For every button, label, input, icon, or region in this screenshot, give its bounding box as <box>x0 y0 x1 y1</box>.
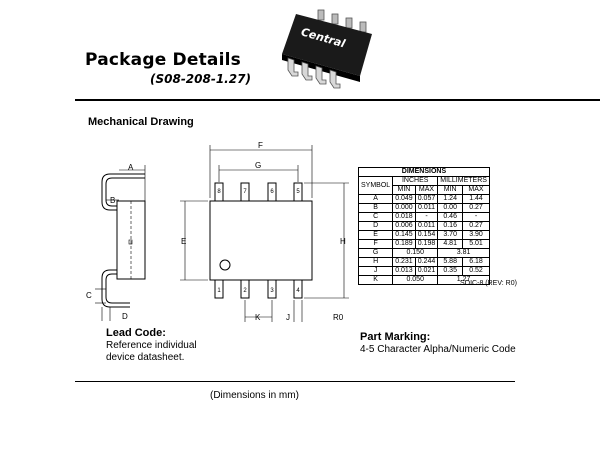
table-row: G 0.150 3.81 <box>357 248 490 258</box>
mm-max: 3.90 <box>462 230 490 240</box>
mm-min: 4.81 <box>437 239 464 249</box>
pin-6-label: 6 <box>270 189 274 195</box>
inch-min: 0.145 <box>392 230 416 240</box>
mm-nominal: 3.81 <box>437 248 490 258</box>
dimensions-table: DIMENSIONS SYMBOL INCHES MILLIMETERS MIN… <box>357 167 490 285</box>
inch-max: 0.154 <box>414 230 439 240</box>
mm-min: 0.16 <box>437 221 464 231</box>
inch-max: 0.057 <box>414 194 439 204</box>
mm-min: 5.88 <box>437 257 464 267</box>
page-title: Package Details <box>85 50 241 70</box>
row-symbol: C <box>357 212 394 222</box>
inch-min: 0.189 <box>392 239 416 249</box>
table-row: C 0.018 - 0.46 - <box>357 212 490 222</box>
row-symbol: K <box>357 275 394 285</box>
inch-max: 0.021 <box>414 266 439 276</box>
row-symbol: B <box>357 203 394 213</box>
inch-nominal: 0.050 <box>392 275 439 285</box>
table-row: J 0.013 0.021 0.35 0.52 <box>357 266 490 276</box>
mm-max: 0.27 <box>462 203 490 213</box>
dim-label-c: C <box>86 291 92 300</box>
inch-min: 0.049 <box>392 194 416 204</box>
revision-note: SOIC-8 (REV: R0) <box>460 280 517 287</box>
mm-max: 0.27 <box>462 221 490 231</box>
mm-min: 3.70 <box>437 230 464 240</box>
min-header: MIN <box>392 185 416 195</box>
pin-3-label: 3 <box>270 288 274 294</box>
mm-max: - <box>462 212 490 222</box>
row-symbol: F <box>357 239 394 249</box>
inch-min: 0.013 <box>392 266 416 276</box>
inch-max: - <box>414 212 439 222</box>
inch-min: 0.018 <box>392 212 416 222</box>
dim-label-f: F <box>258 141 263 150</box>
header-divider <box>75 99 600 101</box>
row-symbol: G <box>357 248 394 258</box>
inch-min: 0.231 <box>392 257 416 267</box>
lead-code-text-2: device datasheet. <box>106 352 185 363</box>
table-row: D 0.006 0.011 0.16 0.27 <box>357 221 490 231</box>
footer-divider <box>75 381 515 382</box>
table-row: E 0.145 0.154 3.70 3.90 <box>357 230 490 240</box>
mm-max: 5.01 <box>462 239 490 249</box>
pin-4-label: 4 <box>296 288 300 294</box>
row-symbol: D <box>357 221 394 231</box>
max-header: MAX <box>414 185 439 195</box>
table-title: DIMENSIONS <box>358 167 490 177</box>
inch-max: 0.011 <box>414 203 439 213</box>
table-row: B 0.000 0.011 0.00 0.27 <box>357 203 490 213</box>
dim-label-j: J <box>286 313 290 322</box>
row-symbol: J <box>357 266 394 276</box>
top-view <box>180 145 349 322</box>
millimeters-header: MILLIMETERS <box>437 176 490 186</box>
inch-nominal: 0.150 <box>392 248 439 258</box>
dim-label-e: E <box>181 237 186 246</box>
table-row: F 0.189 0.198 4.81 5.01 <box>357 239 490 249</box>
side-view <box>95 165 146 321</box>
dim-label-b: B <box>110 196 115 205</box>
dim-label-g: G <box>255 161 261 170</box>
pin-8-label: 8 <box>217 189 221 195</box>
inch-min: 0.006 <box>392 221 416 231</box>
dim-label-a: A <box>128 163 134 172</box>
rev-label-r0: R0 <box>333 313 344 322</box>
pin-7-label: 7 <box>243 189 247 195</box>
mm-max: 1.44 <box>462 194 490 204</box>
mm-nominal: 1.27 <box>437 275 490 285</box>
part-marking-text: 4-5 Character Alpha/Numeric Code <box>360 344 516 355</box>
mm-max: 0.52 <box>462 266 490 276</box>
table-row: H 0.231 0.244 5.88 6.18 <box>357 257 490 267</box>
inches-header: INCHES <box>392 176 439 186</box>
inch-max: 0.244 <box>414 257 439 267</box>
dimensions-note: (Dimensions in mm) <box>210 390 299 401</box>
table-row: A 0.049 0.057 1.24 1.44 <box>357 194 490 204</box>
max-header: MAX <box>462 185 490 195</box>
mm-min: 1.24 <box>437 194 464 204</box>
lead-code-text-1: Reference individual <box>106 340 197 351</box>
dim-label-k: K <box>255 313 261 322</box>
package-code: (S08-208-1.27) <box>150 72 251 86</box>
section-title: Mechanical Drawing <box>88 116 194 128</box>
pin-5-label: 5 <box>296 189 300 195</box>
lead-code-heading: Lead Code: <box>106 327 166 339</box>
dim-label-d: D <box>122 312 128 321</box>
inch-max: 0.198 <box>414 239 439 249</box>
mm-min: 0.00 <box>437 203 464 213</box>
mm-max: 6.18 <box>462 257 490 267</box>
dim-label-h: H <box>340 237 346 246</box>
inch-min: 0.000 <box>392 203 416 213</box>
pin-1-label: 1 <box>217 288 221 294</box>
row-symbol: H <box>357 257 394 267</box>
mm-min: 0.46 <box>437 212 464 222</box>
part-marking-heading: Part Marking: <box>360 331 431 343</box>
row-symbol: E <box>357 230 394 240</box>
min-header: MIN <box>437 185 464 195</box>
table-row: K 0.050 1.27 <box>357 275 490 285</box>
row-symbol: A <box>357 194 394 204</box>
symbol-header: SYMBOL <box>357 176 394 195</box>
inch-max: 0.011 <box>414 221 439 231</box>
pin-2-label: 2 <box>243 288 247 294</box>
mm-min: 0.35 <box>437 266 464 276</box>
